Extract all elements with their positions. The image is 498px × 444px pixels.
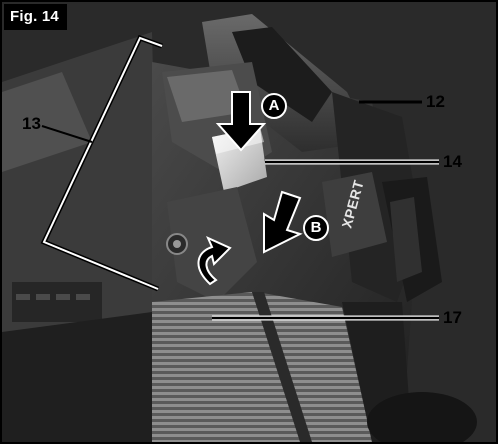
callout-12: 12 [426,92,445,111]
step-b-label: B [310,219,322,236]
bracket-13 [40,34,163,292]
arrow-a-icon [215,91,267,152]
step-a-badge [261,93,287,119]
figure-label: Fig. 14 [4,4,67,30]
leader-13 [41,125,93,143]
callout-17: 17 [443,308,462,327]
callout-13: 13 [22,114,41,133]
step-a-label: A [268,97,280,114]
step-b-badge [303,215,329,241]
callout-14: 14 [443,152,462,171]
rotate-arrow-icon [197,236,232,286]
arrow-b-icon [263,190,303,254]
